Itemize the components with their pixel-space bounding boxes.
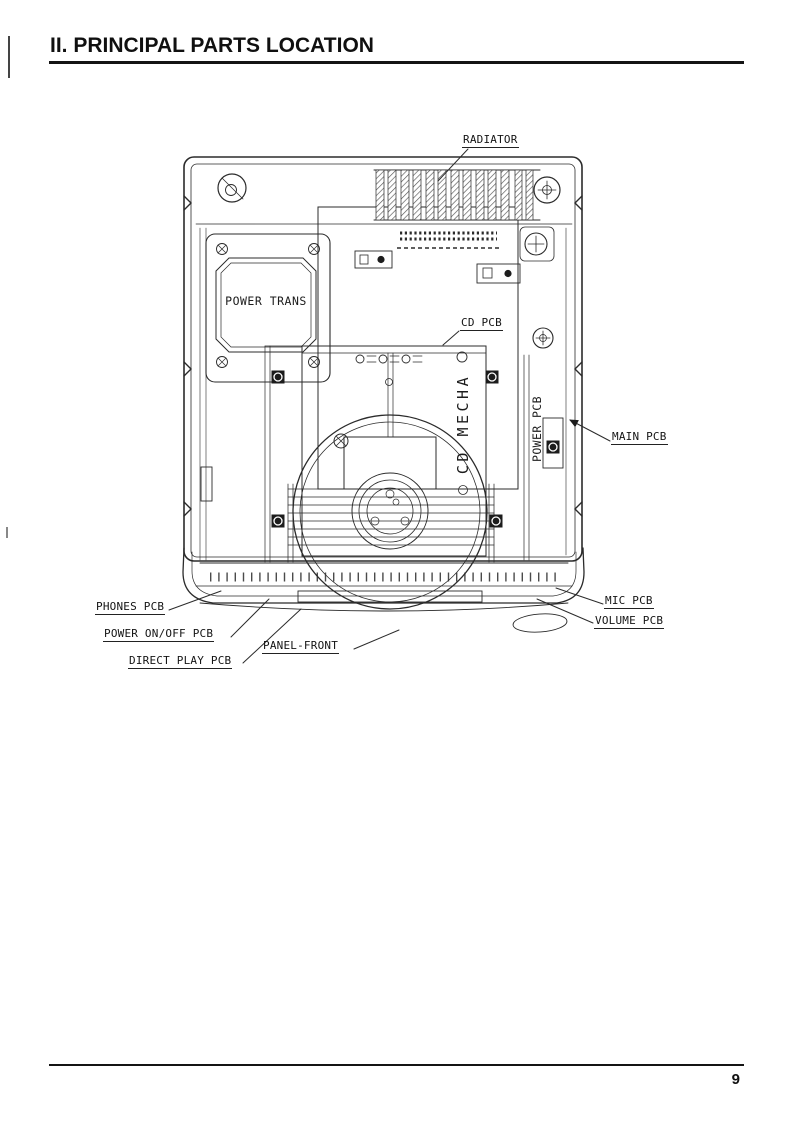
callout-panel-front: PANEL-FRONT — [262, 639, 340, 654]
callout-mic-pcb: MIC PCB — [604, 594, 654, 609]
callout-radiator: RADIATOR — [462, 133, 519, 148]
callout-main-pcb: MAIN PCB — [611, 430, 668, 445]
screws — [216, 173, 561, 528]
diagram-inline-text: POWER TRANS CD MECHA POWER PCB — [225, 294, 544, 474]
callout-cd-pcb: CD PCB — [460, 316, 503, 331]
callout-phones-pcb: PHONES PCB — [95, 600, 166, 615]
section-title: II. PRINCIPAL PARTS LOCATION — [50, 34, 374, 57]
title-underline-rule — [49, 61, 744, 64]
callout-power-on-off-pcb: POWER ON/OFF PCB — [103, 627, 215, 642]
leader-lines — [168, 148, 611, 664]
page-number: 9 — [731, 1071, 740, 1088]
chassis-rib-grill — [287, 483, 495, 563]
radiator-fins — [373, 169, 541, 221]
scan-artifact-line — [8, 36, 10, 78]
callout-direct-play-pcb: DIRECT PLAY PCB — [128, 654, 233, 669]
callout-volume-pcb: VOLUME PCB — [594, 614, 665, 629]
front-panel — [182, 547, 585, 633]
scan-artifact-tick — [6, 527, 8, 538]
label-power-trans: POWER TRANS — [225, 294, 307, 308]
power-trans-assembly — [205, 233, 331, 383]
label-cd-mecha: CD MECHA — [454, 374, 472, 474]
footer-rule — [49, 1064, 744, 1067]
label-power-pcb: POWER PCB — [530, 396, 544, 462]
chassis-outline — [183, 156, 583, 562]
